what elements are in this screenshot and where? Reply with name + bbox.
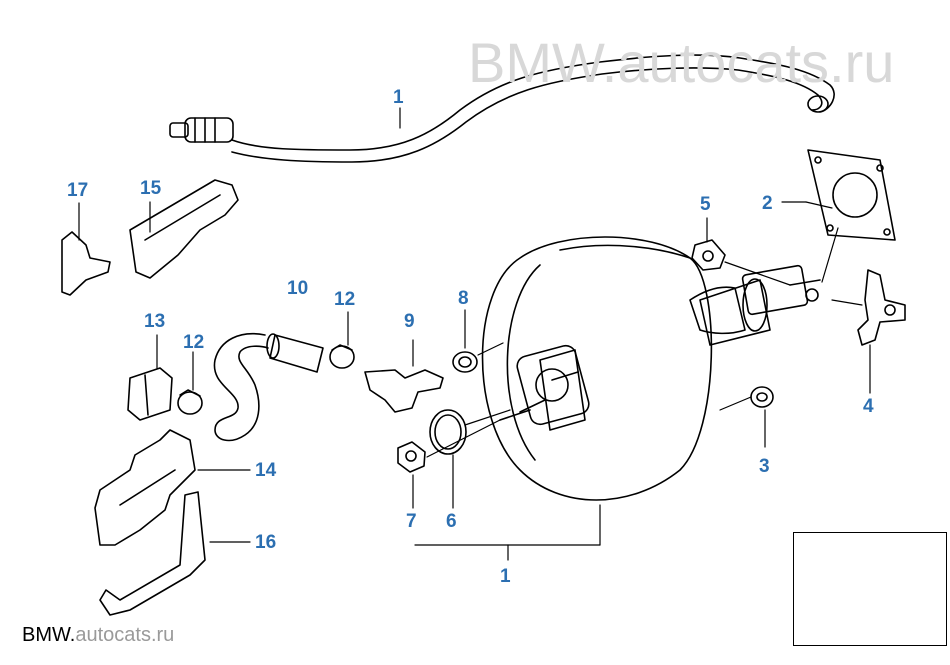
gasket-part[interactable] [807,149,896,241]
brand-part-1: BMW. [22,624,76,646]
bracket-part-17[interactable] [61,231,111,296]
callout-7[interactable]: 7 [406,511,417,532]
nut-part-7[interactable] [397,441,426,473]
grommet-part[interactable] [452,351,478,373]
clamp-part-12a[interactable] [329,344,355,369]
callout-15[interactable]: 15 [140,178,162,199]
callout-2[interactable]: 2 [762,193,773,214]
nut-part-5[interactable] [691,239,726,271]
callout-1-bottom[interactable]: 1 [500,566,511,587]
bracket-part-15[interactable] [129,179,239,279]
rubber-mount-part[interactable] [127,367,173,421]
callout-8[interactable]: 8 [458,288,469,309]
callout-12b[interactable]: 12 [183,332,205,353]
nut-part-3[interactable] [750,386,774,408]
callout-12a[interactable]: 12 [334,289,356,310]
vacuum-hose-part[interactable] [169,54,835,163]
callout-6[interactable]: 6 [446,511,457,532]
callout-17[interactable]: 17 [67,180,89,201]
o-ring-part[interactable] [429,409,467,455]
callout-13[interactable]: 13 [144,311,166,332]
brand-text: BMW.autocats.ru [22,624,174,647]
brand-part-2: autocats [75,624,151,646]
watermark: BMW.autocats.ru [468,31,895,94]
callout-3[interactable]: 3 [759,456,770,477]
callout-10[interactable]: 10 [287,278,309,299]
clip-part[interactable] [857,269,906,346]
leader-lines [78,107,871,561]
strap-part[interactable] [99,491,206,616]
curved-hose-part[interactable] [213,333,269,442]
clamp-part-12b[interactable] [177,389,203,415]
bracket-part-14[interactable] [94,429,196,546]
vehicle-thumbnail [793,532,947,646]
elbow-connector-part[interactable] [364,369,444,413]
callout-1-top[interactable]: 1 [393,87,404,108]
callout-14[interactable]: 14 [255,460,277,481]
hose-segment-part[interactable] [266,333,324,373]
callout-16[interactable]: 16 [255,532,277,553]
callout-9[interactable]: 9 [404,311,415,332]
brand-part-3: .ru [150,624,175,646]
callout-5[interactable]: 5 [700,194,711,215]
brake-booster-part[interactable] [481,236,821,501]
callout-4[interactable]: 4 [863,396,874,417]
